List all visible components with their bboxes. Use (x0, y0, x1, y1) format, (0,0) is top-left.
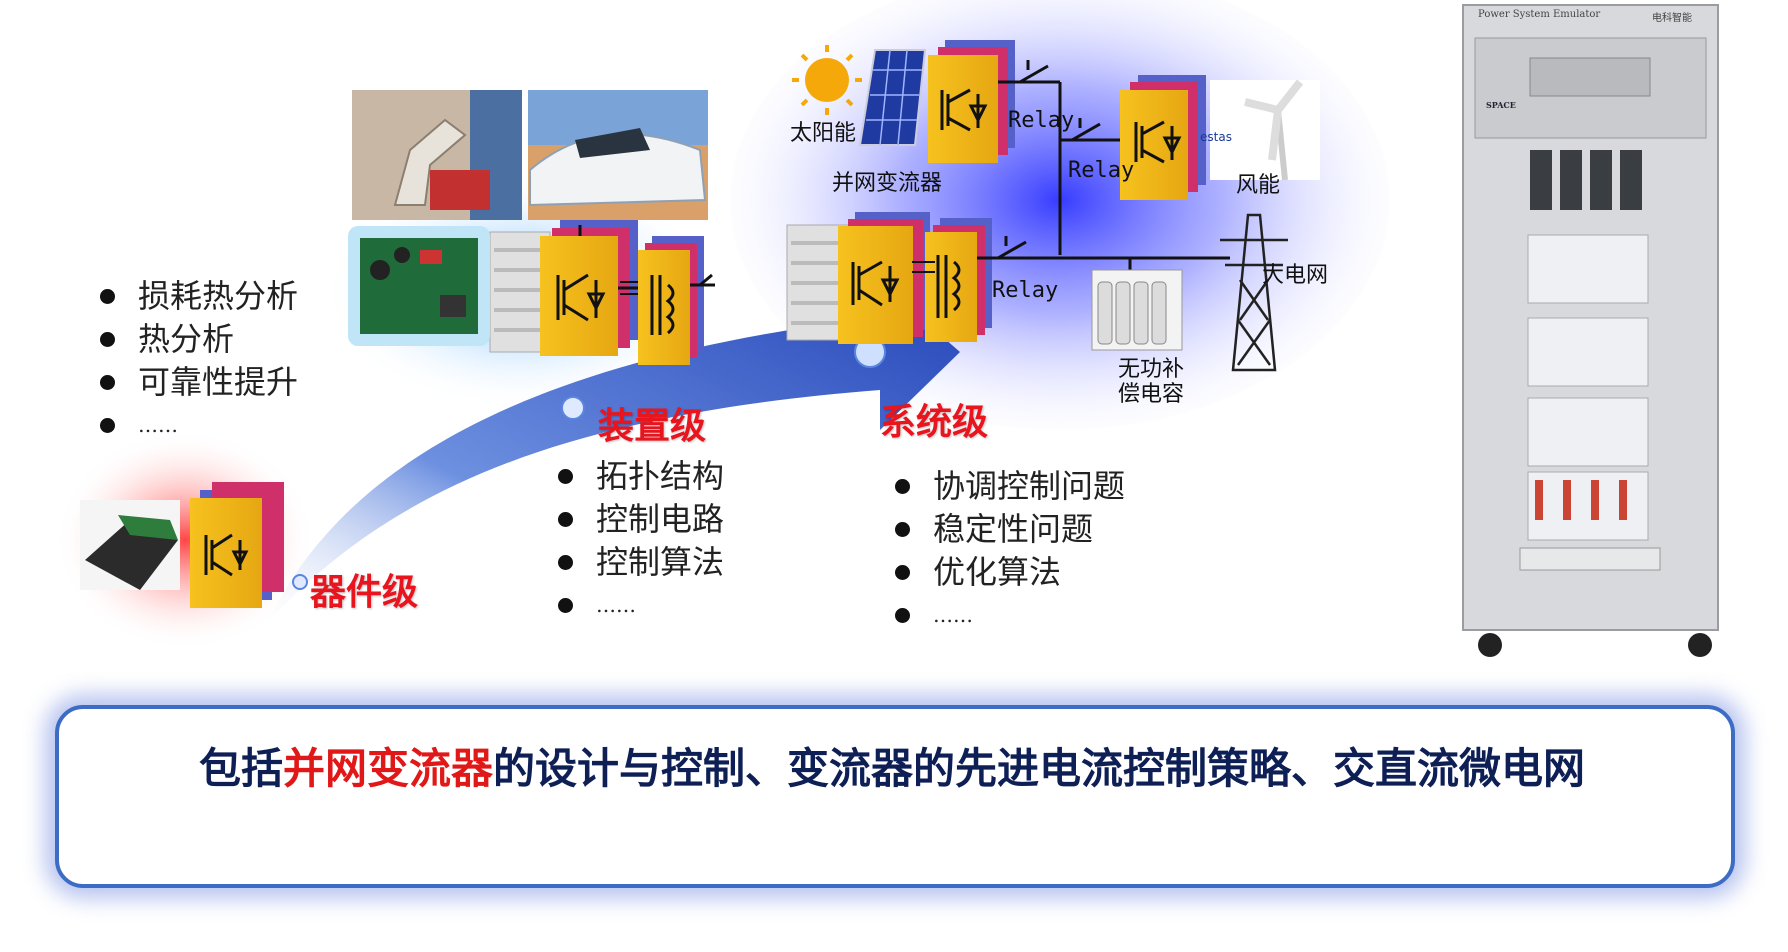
wind-turbine-icon (1210, 79, 1320, 181)
pylon-icon (1220, 213, 1288, 372)
apparatus-level-label: 装置级 (598, 405, 707, 447)
solar-panel-icon (858, 49, 927, 146)
emulator-brand: 电科智能 (1652, 13, 1692, 24)
summary-highlight: 并网变流器 (283, 744, 494, 793)
list-item: 热分析 (100, 318, 298, 361)
arrow-node-apparatus (561, 396, 585, 420)
system-diagram (786, 40, 1320, 372)
system-level-label: 系统级 (880, 401, 989, 443)
device-level-label: 器件级 (310, 571, 419, 613)
summary-text: 包括并网变流器的设计与控制、变流器的先进电流控制策略、交直流微电网 (99, 739, 1699, 799)
igbt-icon (851, 260, 900, 307)
device-converter (190, 482, 284, 608)
transformer-icon (936, 255, 961, 318)
sun-icon (792, 45, 862, 115)
igbt-icon (556, 273, 606, 322)
list-item: …… (558, 584, 724, 627)
reactive-comp-label-1: 无功补 (1118, 357, 1185, 382)
summary-box: 包括并网变流器的设计与控制、变流器的先进电流控制策略、交直流微电网 (55, 705, 1735, 888)
pcb-photo (348, 226, 490, 346)
igbt-icon (940, 88, 988, 132)
emulator-logo: SPACE (1486, 100, 1516, 110)
list-item: 优化算法 (895, 551, 1125, 594)
arrow-node-device (292, 574, 308, 590)
progress-arrow (268, 278, 960, 622)
relay-label-converter: Relay (992, 278, 1059, 303)
list-item: 损耗热分析 (100, 275, 298, 318)
list-item: 稳定性问题 (895, 508, 1125, 551)
list-item: 拓扑结构 (558, 455, 724, 498)
robot-arm-photo (352, 90, 522, 220)
summary-prefix: 包括 (199, 744, 284, 793)
emulator-cabinet (1462, 4, 1719, 657)
relay-label-wind: Relay (1068, 158, 1135, 183)
device-bullets: 损耗热分析 热分析 可靠性提升 …… (100, 275, 298, 447)
list-item: 可靠性提升 (100, 361, 298, 404)
train-photo (528, 90, 708, 220)
capacitor-icon (1091, 269, 1183, 351)
module-photo (80, 500, 180, 590)
wind-label: 风能 (1236, 173, 1281, 198)
reactive-comp-label-2: 偿电容 (1118, 382, 1185, 407)
igbt-icon (204, 533, 249, 577)
system-bullets: 协调控制问题 稳定性问题 优化算法 …… (895, 465, 1125, 637)
list-item: 控制算法 (558, 541, 724, 584)
summary-rest: 的设计与控制、变流器的先进电流控制策略、交直流微电网 (493, 744, 1586, 793)
main-grid-label: 大电网 (1262, 263, 1329, 288)
emulator-title: Power System Emulator (1478, 9, 1601, 20)
list-item: 控制电路 (558, 498, 724, 541)
apparatus-converter (489, 220, 715, 365)
list-item: …… (895, 594, 1125, 637)
transformer-icon (650, 275, 675, 335)
igbt-icon (1134, 120, 1182, 164)
solar-label: 太阳能 (790, 121, 857, 146)
list-item: 协调控制问题 (895, 465, 1125, 508)
switch-icon (997, 60, 1101, 260)
relay-label-solar: Relay (1008, 108, 1075, 133)
list-item: …… (100, 404, 298, 447)
vestas-label: estas (1200, 130, 1232, 144)
apparatus-bullets: 拓扑结构 控制电路 控制算法 …… (558, 455, 724, 627)
grid-converter-label: 并网变流器 (832, 171, 943, 196)
